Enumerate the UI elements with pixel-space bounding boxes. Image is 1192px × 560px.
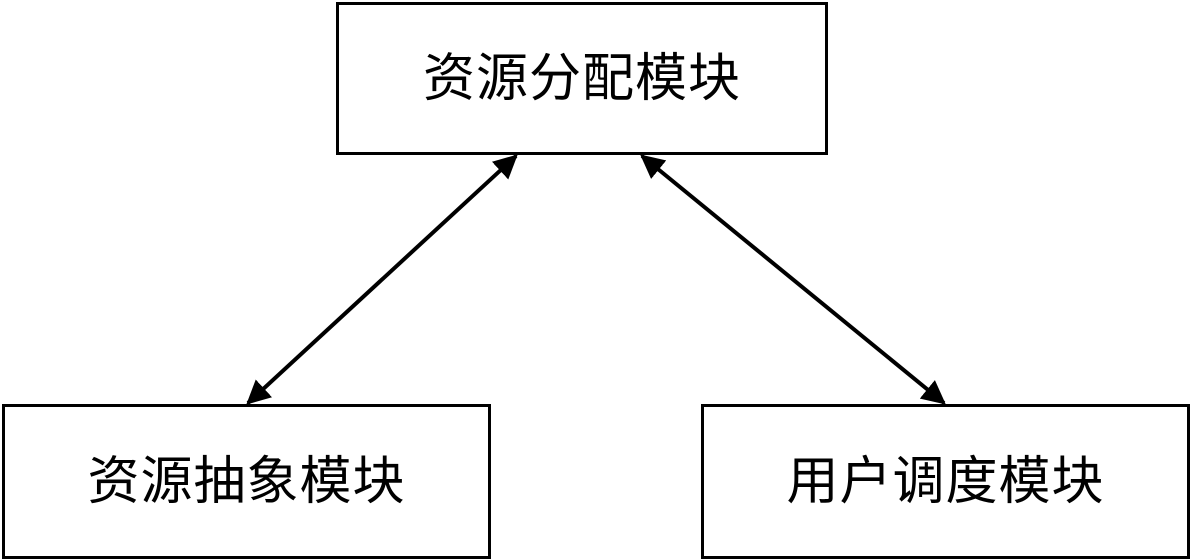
resource-allocation-module-label: 资源分配模块 — [422, 48, 741, 109]
user-scheduling-module: 用户调度模块 — [701, 404, 1190, 559]
arrow-allocation-abstraction — [246, 154, 518, 405]
resource-abstraction-module: 资源抽象模块 — [2, 404, 491, 559]
resource-allocation-module: 资源分配模块 — [336, 2, 828, 155]
user-scheduling-module-label: 用户调度模块 — [786, 451, 1105, 512]
arrow-allocation-scheduling — [640, 154, 946, 405]
resource-abstraction-module-label: 资源抽象模块 — [87, 451, 406, 512]
